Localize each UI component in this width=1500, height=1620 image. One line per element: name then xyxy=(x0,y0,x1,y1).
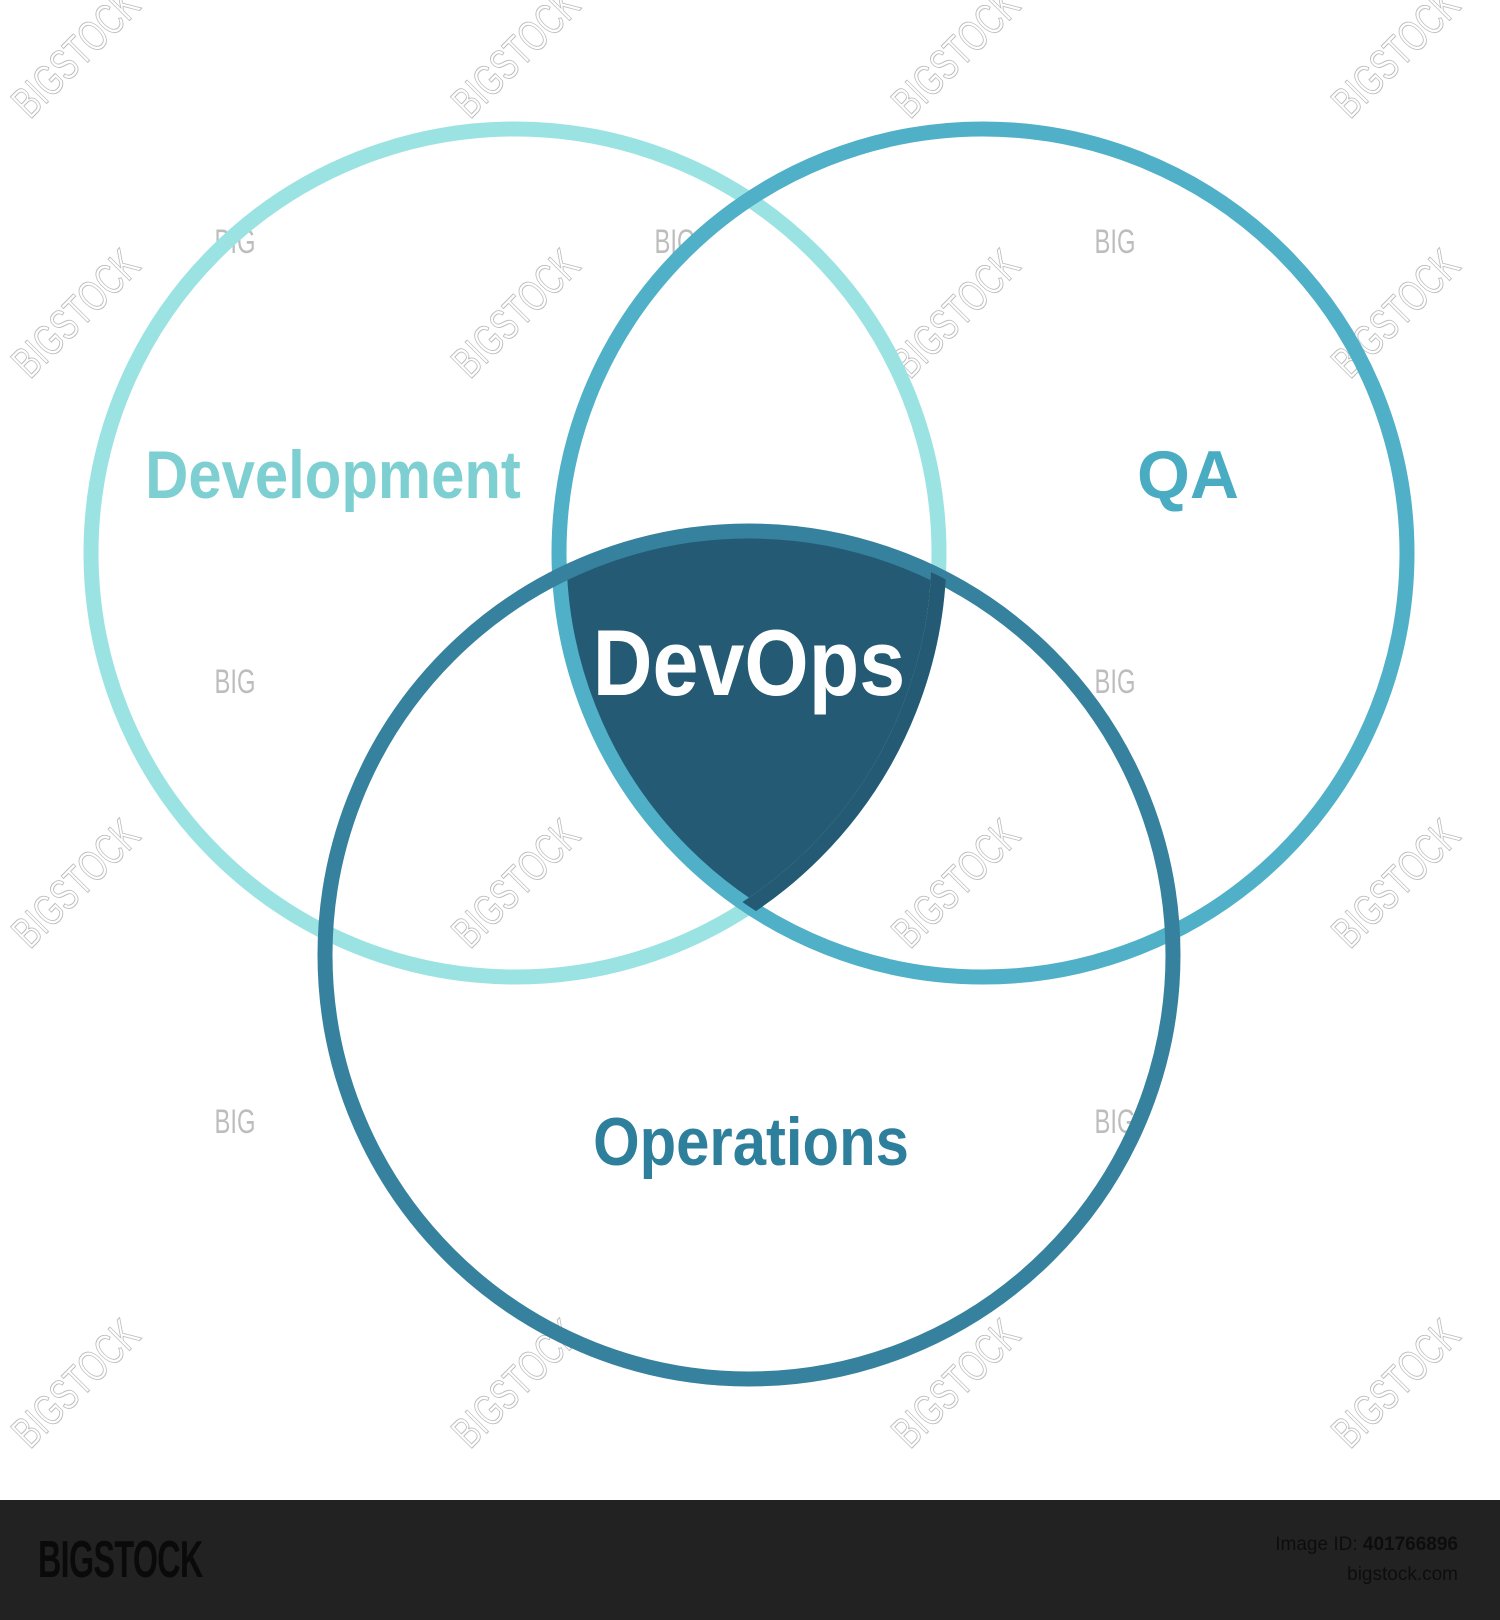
watermark-text: BIGSTOCK xyxy=(3,1311,150,1458)
bigstock-logo: BIGSTOCK xyxy=(38,1531,203,1589)
venn-diagram: BIGSTOCK BIGSTOCK BIGSTOCK BIGSTOCK BIGSTOCK… xyxy=(3,0,1470,1458)
development-label: Development xyxy=(145,436,521,512)
qa-label: QA xyxy=(1137,437,1239,513)
watermark-short: BIG xyxy=(215,1103,256,1141)
qa-circle xyxy=(551,121,1415,985)
watermark-text: BIGSTOCK xyxy=(1323,1311,1470,1458)
watermark-text: BIGSTOCK xyxy=(1323,811,1470,958)
devops-label: DevOps xyxy=(593,610,906,715)
watermark-text: BIGSTOCK xyxy=(883,0,1030,127)
site-link[interactable]: bigstock.com xyxy=(1347,1564,1458,1585)
watermark-text: BIGSTOCK xyxy=(3,0,150,127)
watermark-text: BIGSTOCK xyxy=(443,811,590,958)
watermark-text: BIGSTOCK xyxy=(1323,241,1470,388)
watermark-text: BIGSTOCK xyxy=(443,0,590,127)
image-id-label: Image ID: xyxy=(1275,1534,1358,1555)
operations-circle xyxy=(317,523,1181,1387)
devops-intersection xyxy=(559,531,939,977)
watermark-short: BIG xyxy=(1095,663,1136,701)
watermark-text: BIGSTOCK xyxy=(1323,0,1470,127)
development-circle xyxy=(83,121,947,985)
watermark-text: BIGSTOCK xyxy=(883,811,1030,958)
operations-label: Operations xyxy=(593,1103,909,1179)
image-id: Image ID: 401766896 xyxy=(1275,1534,1458,1556)
image-id-value: 401766896 xyxy=(1362,1534,1458,1555)
watermark-text: BIGSTOCK xyxy=(3,811,150,958)
watermark-text: BIGSTOCK xyxy=(443,241,590,388)
watermark-short: BIG xyxy=(215,663,256,701)
watermark-text: BIGSTOCK xyxy=(883,241,1030,388)
watermark-short: BIG xyxy=(1095,223,1136,261)
footer-bar: BIGSTOCK Image ID: 401766896 bigstock.co… xyxy=(0,1500,1500,1620)
